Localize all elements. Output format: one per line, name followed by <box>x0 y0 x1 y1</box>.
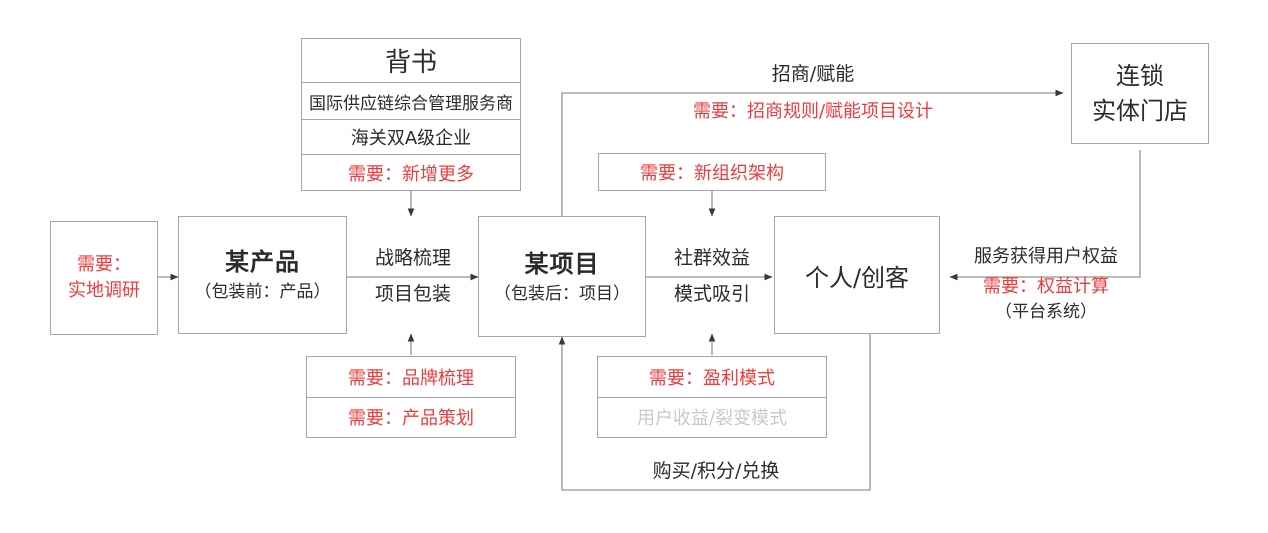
person-maker-box: 个人/创客 <box>774 216 940 334</box>
label-purchase-points-exchange: 购买/积分/兑换 <box>652 460 780 482</box>
person-maker-title: 个人/创客 <box>804 263 910 292</box>
project-subtitle: （包装后：项目） <box>494 283 630 304</box>
label-strategy-sorting: 战略梳理 <box>374 247 451 269</box>
need-field-research-line2: 实地调研 <box>68 280 140 301</box>
chain-store-line1: 连锁 <box>1116 61 1164 90</box>
project-box: 某项目 （包装后：项目） <box>478 216 646 337</box>
product-subtitle: （包装前：产品） <box>194 282 331 303</box>
endorsement-row-1: 海关双A级企业 <box>302 118 520 155</box>
endorsement-title: 背书 <box>384 48 437 79</box>
need-brand-text: 需要：品牌梳理 <box>348 367 474 389</box>
label-invest-empower: 招商/赋能 <box>771 63 855 85</box>
need-field-research-stack: 需要： 实地调研 <box>68 252 140 304</box>
project-stack: 某项目 （包装后：项目） <box>494 247 630 306</box>
label-project-to-person: 社群效益 模式吸引 <box>648 246 776 307</box>
need-field-research-line1: 需要： <box>77 253 131 275</box>
label-service-user-rights: 服务获得用户权益 <box>974 246 1118 267</box>
endorsement-box: 背书 国际供应链综合管理服务商 海关双A级企业 需要：新增更多 <box>301 38 521 191</box>
label-platform-system: （平台系统） <box>995 302 1097 322</box>
profit-model-box: 需要：盈利模式 用户收益/裂变模式 <box>597 356 827 438</box>
need-org-structure-text: 需要：新组织架构 <box>640 163 784 184</box>
product-stack: 某产品 （包装前：产品） <box>195 245 331 304</box>
need-product-plan-text: 需要：产品策划 <box>307 396 515 437</box>
endorsement-row-0: 国际供应链综合管理服务商 <box>302 82 520 119</box>
need-field-research-box: 需要： 实地调研 <box>50 221 158 335</box>
label-product-to-project: 战略梳理 项目包装 <box>347 246 479 307</box>
label-invest-empower-need: 需要：招商规则/赋能项目设计 <box>692 101 934 122</box>
endorsement-row-2: 需要：新增更多 <box>302 154 520 190</box>
product-title: 某产品 <box>225 248 300 277</box>
label-project-packaging: 项目包装 <box>374 283 451 306</box>
need-org-structure-box: 需要：新组织架构 <box>598 153 826 191</box>
brand-product-need-box: 需要：品牌梳理 需要：产品策划 <box>306 356 516 438</box>
user-benefit-fission-text: 用户收益/裂变模式 <box>598 396 826 437</box>
chain-store-stack: 连锁 实体门店 <box>1092 59 1188 129</box>
chain-store-box: 连锁 实体门店 <box>1071 43 1209 144</box>
need-profit-model-text: 需要：盈利模式 <box>649 367 775 389</box>
label-model-attraction: 模式吸引 <box>673 283 750 306</box>
product-box: 某产品 （包装前：产品） <box>178 216 347 334</box>
label-community-benefit: 社群效益 <box>673 247 750 269</box>
chain-store-line2: 实体门店 <box>1092 96 1188 125</box>
label-rights-calculation-need: 需要：权益计算 <box>983 276 1109 297</box>
project-title: 某项目 <box>524 249 600 278</box>
